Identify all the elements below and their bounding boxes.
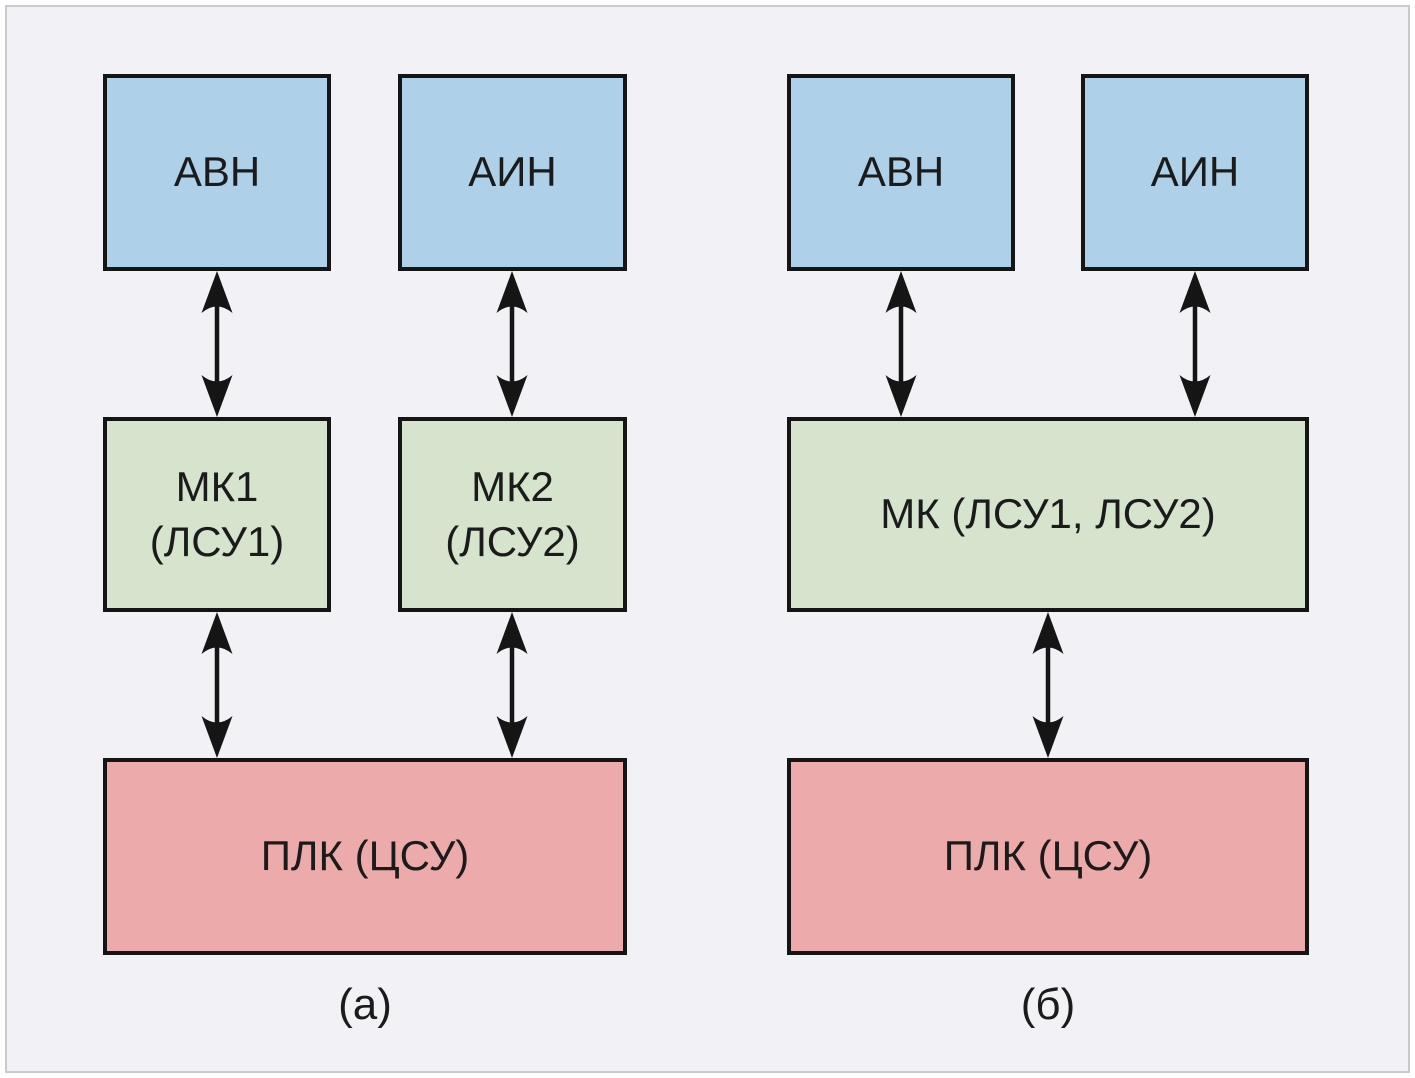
node-label: ПЛК (ЦСУ) (260, 832, 470, 880)
caption-b: (б) (1020, 980, 1076, 1029)
bidirectional-arrow-mk1-plc-a (201, 612, 233, 758)
node-ain-b: АИН (1081, 74, 1309, 271)
bidirectional-arrow-mk2-plc-a (496, 612, 528, 758)
node-label: АИН (468, 148, 557, 196)
node-plc-b: ПЛК (ЦСУ) (787, 758, 1309, 955)
caption-a: (а) (338, 980, 392, 1029)
node-avn-b: АВН (787, 74, 1015, 271)
node-label: АИН (1150, 148, 1240, 196)
node-avn-a: АВН (103, 74, 331, 271)
node-label: АВН (857, 148, 945, 196)
node-label: МК2 (ЛСУ2) (445, 462, 580, 565)
node-label: МК1 (ЛСУ1) (149, 462, 285, 565)
bidirectional-arrow-avn-mk1-a (201, 271, 233, 417)
node-ain-a: АИН (398, 74, 627, 271)
node-label: МК (ЛСУ1, ЛСУ2) (880, 490, 1216, 538)
node-mk-b: МК (ЛСУ1, ЛСУ2) (787, 417, 1309, 612)
bidirectional-arrow-ain-mk-b (1179, 271, 1211, 417)
node-label: ПЛК (ЦСУ) (943, 832, 1153, 880)
bidirectional-arrow-mk-plc-b (1032, 612, 1064, 758)
bidirectional-arrow-ain-mk2-a (496, 271, 528, 417)
node-mk2-a: МК2 (ЛСУ2) (398, 417, 627, 612)
node-mk1-a: МК1 (ЛСУ1) (103, 417, 331, 612)
node-plc-a: ПЛК (ЦСУ) (103, 758, 627, 955)
node-label: АВН (173, 148, 261, 196)
bidirectional-arrow-avn-mk-b (885, 271, 917, 417)
